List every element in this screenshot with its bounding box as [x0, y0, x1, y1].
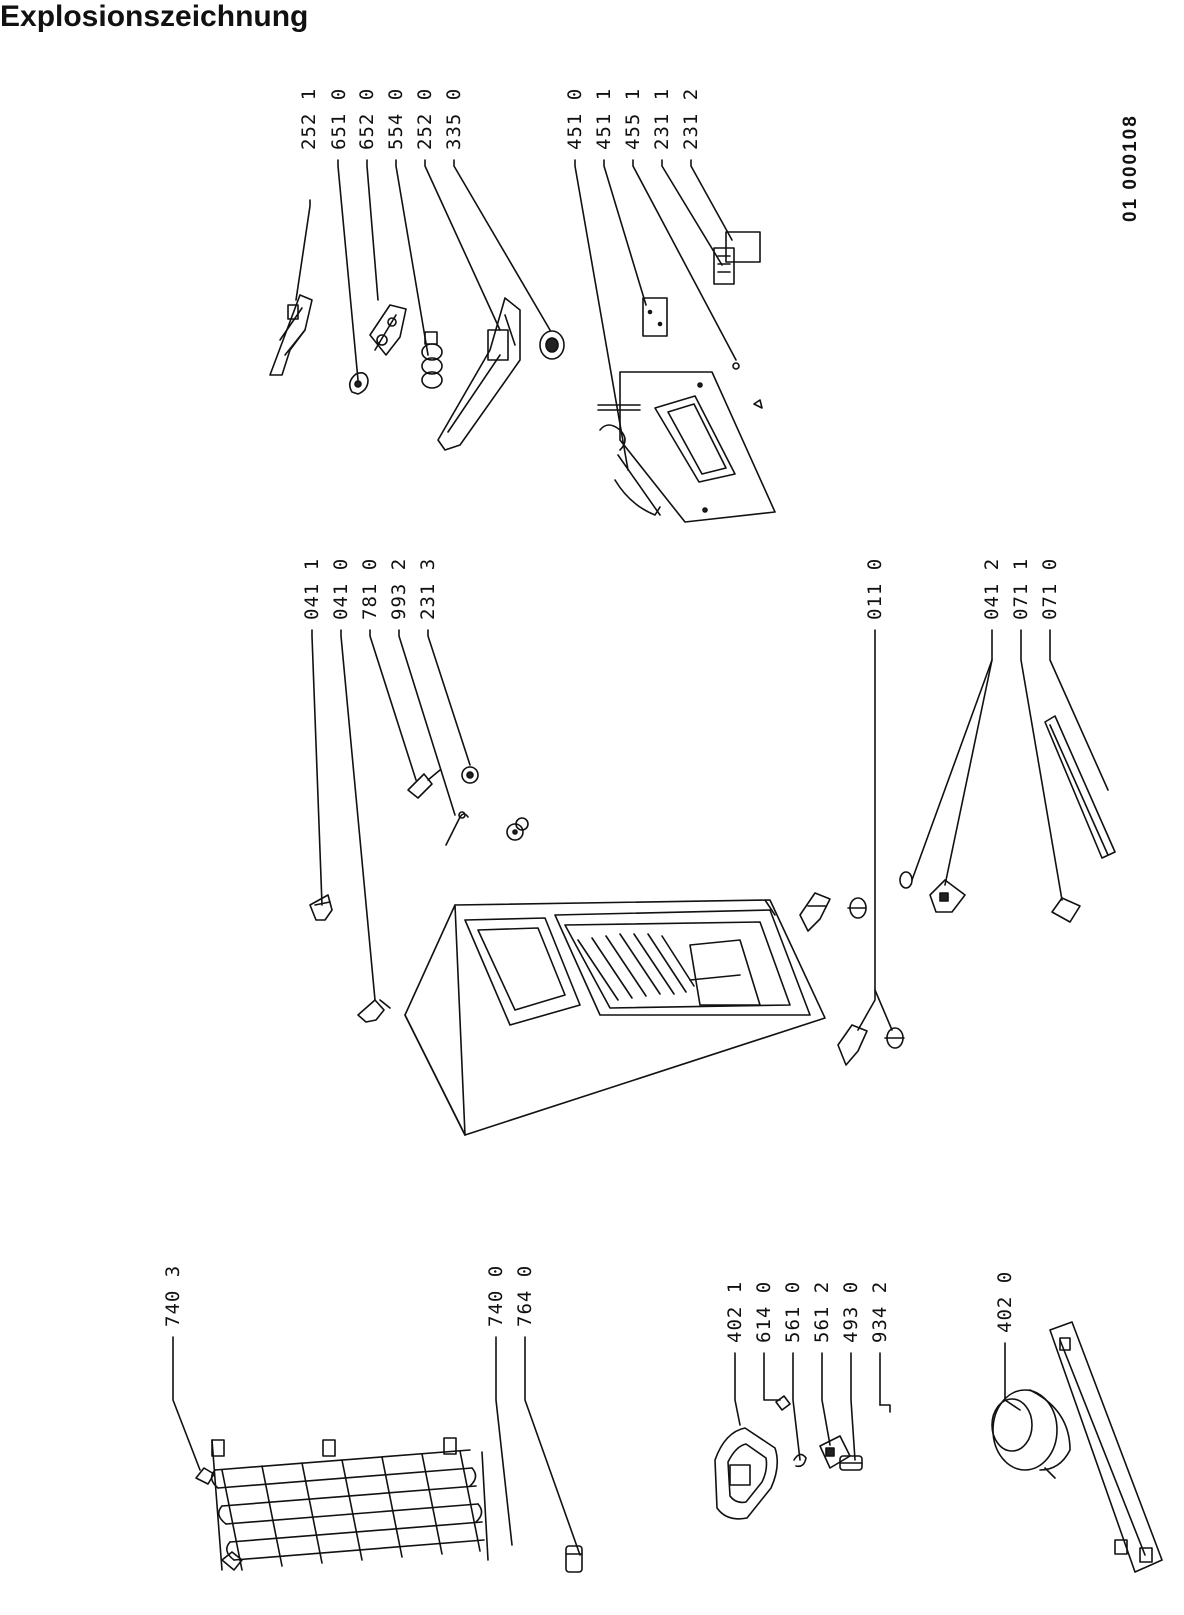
- screw: [732, 362, 740, 370]
- foot-screw: [847, 897, 867, 919]
- hinge-top: [309, 894, 333, 921]
- foot-screw: [899, 871, 913, 889]
- hinge-plate: [642, 297, 668, 337]
- hinge-bottom: [357, 999, 391, 1023]
- small-clip: [753, 399, 763, 409]
- spring-part: [421, 331, 443, 389]
- hinge-bracket: [713, 231, 761, 285]
- clamp: [195, 1467, 215, 1485]
- thermostat-part: [369, 304, 407, 356]
- overload-protector: [839, 1455, 863, 1471]
- refrigerator-cabinet: [404, 899, 826, 1136]
- leveling-foot: [799, 892, 831, 932]
- knob-part: [348, 372, 369, 395]
- filter-drier: [565, 1545, 583, 1573]
- compressor: [991, 1389, 1071, 1479]
- door-guide: [1051, 897, 1081, 923]
- door-seal-strip: [1044, 715, 1116, 859]
- control-panel-rail: [437, 297, 521, 451]
- relay-cover: [714, 1427, 779, 1520]
- clamp: [221, 1551, 243, 1571]
- back-panel: [597, 371, 776, 523]
- light-bulb: [407, 769, 441, 799]
- lamp-socket: [461, 766, 479, 784]
- condenser-coil: [210, 1437, 489, 1571]
- leader-lines: [172, 159, 1109, 1556]
- spring-clip: [793, 1453, 807, 1468]
- corner-bracket: [929, 879, 966, 913]
- clip-part: [775, 1395, 791, 1411]
- foot-screw: [884, 1027, 905, 1049]
- compressor-base-plate: [1049, 1321, 1163, 1573]
- page-title: Explosionszeichnung: [0, 0, 309, 33]
- switch-part: [506, 817, 529, 841]
- wire-clip: [445, 811, 469, 846]
- leveling-foot: [837, 1024, 868, 1066]
- thermostat-housing: [269, 294, 313, 376]
- lamp-cover: [539, 330, 565, 360]
